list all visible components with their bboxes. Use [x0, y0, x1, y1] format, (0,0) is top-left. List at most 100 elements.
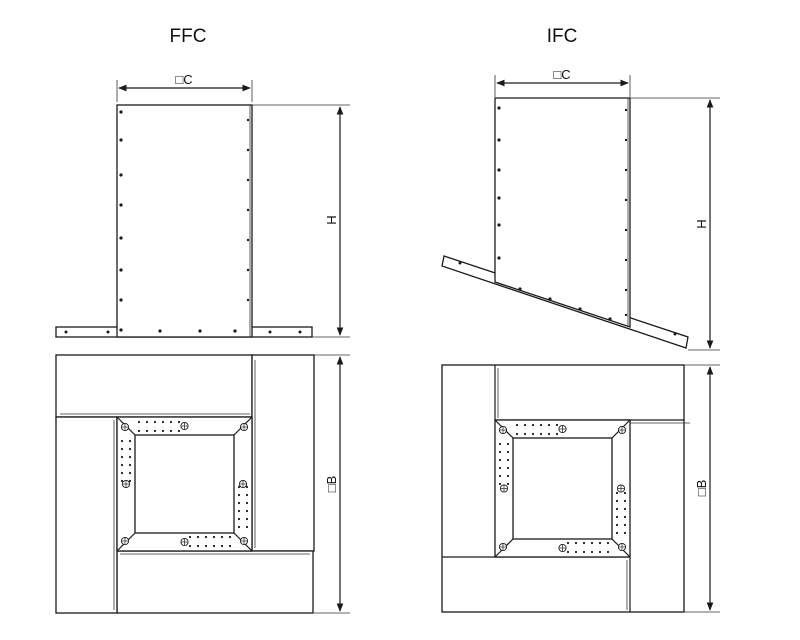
rivet — [145, 429, 149, 433]
rivet — [119, 110, 123, 114]
rivet — [128, 479, 132, 483]
rivet — [153, 420, 157, 424]
rivet — [119, 236, 123, 240]
rivet — [237, 501, 241, 505]
rivet — [198, 329, 202, 333]
rivet — [498, 474, 502, 478]
rivet — [598, 541, 602, 545]
rivet — [555, 432, 559, 436]
ifc-collar-opening — [512, 437, 613, 540]
ffc-width-dimension: □C — [116, 72, 253, 102]
rivet — [547, 423, 551, 427]
rivet — [245, 493, 249, 497]
rivet — [246, 148, 250, 152]
rivet — [245, 517, 249, 521]
rivet — [220, 544, 224, 548]
ffc-flange-left — [55, 416, 118, 614]
rivet — [624, 228, 628, 232]
rivet — [245, 485, 249, 489]
rivet — [624, 138, 628, 142]
ifc-body — [494, 97, 631, 328]
rivet — [237, 485, 241, 489]
rivet — [119, 328, 123, 332]
rivet — [623, 499, 627, 503]
rivet — [497, 106, 501, 110]
rivet — [128, 463, 132, 467]
rivet — [169, 429, 173, 433]
ifc-base-label: □B — [694, 480, 709, 497]
rivet — [623, 491, 627, 495]
ifc-title: IFC — [547, 26, 578, 47]
ifc-base-dimension: □B — [684, 364, 720, 613]
rivet — [623, 507, 627, 511]
rivet — [237, 493, 241, 497]
ffc-flange-bottom — [116, 550, 314, 614]
rivet — [606, 541, 610, 545]
rivet — [624, 258, 628, 262]
rivet — [204, 535, 208, 539]
rivet — [523, 423, 527, 427]
rivet — [582, 541, 586, 545]
rivet — [566, 550, 570, 554]
rivet — [169, 420, 173, 424]
rivet — [518, 287, 522, 291]
ifc-width-dimension: □C — [494, 67, 631, 97]
rivet — [590, 541, 594, 545]
rivet — [497, 196, 501, 200]
rivet — [506, 458, 510, 462]
rivet — [498, 466, 502, 470]
rivet — [120, 439, 124, 443]
ifc-plan-view: □B — [441, 364, 720, 613]
rivet — [608, 317, 612, 321]
ifc-height-label: H — [694, 219, 709, 228]
rivet — [245, 509, 249, 513]
rivet — [498, 482, 502, 486]
rivet — [574, 541, 578, 545]
rivet — [177, 420, 181, 424]
rivet — [64, 330, 68, 334]
rivet — [539, 432, 543, 436]
rivet — [515, 432, 519, 436]
ffc-flange-top — [55, 354, 253, 418]
rivet — [506, 466, 510, 470]
rivet — [615, 523, 619, 527]
rivet — [128, 471, 132, 475]
ffc-body — [116, 104, 253, 338]
rivet — [615, 507, 619, 511]
rivet — [506, 450, 510, 454]
rivet — [566, 541, 570, 545]
rivet — [548, 297, 552, 301]
ffc-rivets — [64, 110, 302, 334]
rivet — [615, 499, 619, 503]
rivet — [196, 535, 200, 539]
rivet — [590, 550, 594, 554]
rivet — [158, 329, 162, 333]
rivet — [188, 535, 192, 539]
ifc-width-label: □C — [553, 67, 570, 82]
rivet — [237, 509, 241, 513]
rivet — [128, 447, 132, 451]
rivet — [145, 420, 149, 424]
rivet — [598, 550, 602, 554]
rivet — [624, 168, 628, 172]
rivet — [119, 173, 123, 177]
rivet — [497, 138, 501, 142]
ifc-frame-fasteners — [498, 423, 627, 554]
rivet — [237, 517, 241, 521]
rivet — [506, 474, 510, 478]
rivet — [498, 458, 502, 462]
ffc-collar-opening — [134, 434, 235, 534]
ffc-height-dimension: H — [252, 104, 350, 338]
rivet — [498, 442, 502, 446]
rivet — [245, 501, 249, 505]
rivet — [120, 471, 124, 475]
rivet — [458, 261, 462, 265]
rivet — [196, 544, 200, 548]
rivet — [606, 550, 610, 554]
rivet — [497, 256, 501, 260]
rivet — [161, 420, 165, 424]
rivet — [120, 463, 124, 467]
rivet — [137, 420, 141, 424]
rivet — [555, 423, 559, 427]
